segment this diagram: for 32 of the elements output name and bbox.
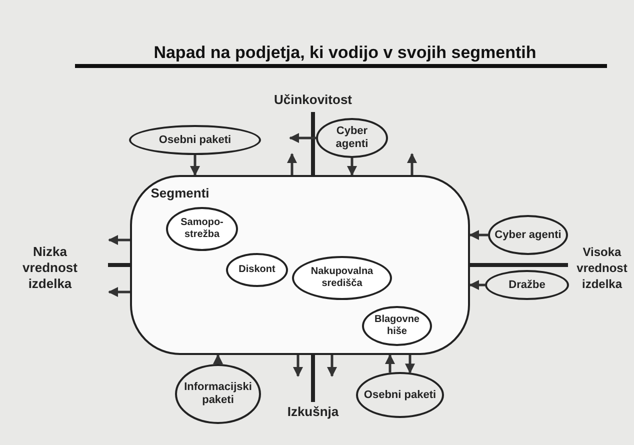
node-label: Osebni paketi — [158, 134, 232, 146]
axis-label: Izkušnja — [286, 404, 340, 420]
node-label: Dražbe — [508, 278, 546, 292]
arrow — [190, 155, 200, 176]
arrow — [407, 153, 417, 175]
node-label: Osebni paketi — [362, 388, 438, 402]
axis-label: Visoka vrednost izdelka — [576, 244, 628, 292]
group-heading: Segmenti — [150, 184, 210, 202]
arrow — [469, 280, 485, 290]
node-label: Cyber agenti — [334, 125, 370, 151]
arrow — [327, 355, 337, 377]
arrow — [405, 355, 415, 374]
arrow — [347, 158, 357, 176]
axis-label: Nizka vrednost izdelka — [22, 244, 78, 292]
arrow — [469, 230, 488, 240]
arrow — [108, 235, 130, 245]
node-label: Nakupovalna središča — [310, 266, 374, 290]
node-label: Diskont — [238, 264, 276, 276]
axis-label: Učinkovitost — [272, 92, 353, 108]
arrow — [213, 354, 223, 364]
node-label: Blagovne hiše — [373, 314, 420, 338]
arrow — [289, 133, 316, 143]
title: Napad na podjetja, ki vodijo v svojih segmentih — [152, 42, 538, 64]
arrow — [385, 354, 395, 373]
node-label: Samopo-strežba — [180, 217, 224, 241]
oval-node — [316, 118, 388, 158]
arrow — [293, 355, 303, 377]
arrow — [108, 287, 130, 297]
node-label: Cyber agenti — [494, 228, 562, 242]
segment-area — [130, 175, 470, 355]
arrow — [287, 153, 297, 175]
node-label: Informacijski paketi — [183, 381, 253, 407]
